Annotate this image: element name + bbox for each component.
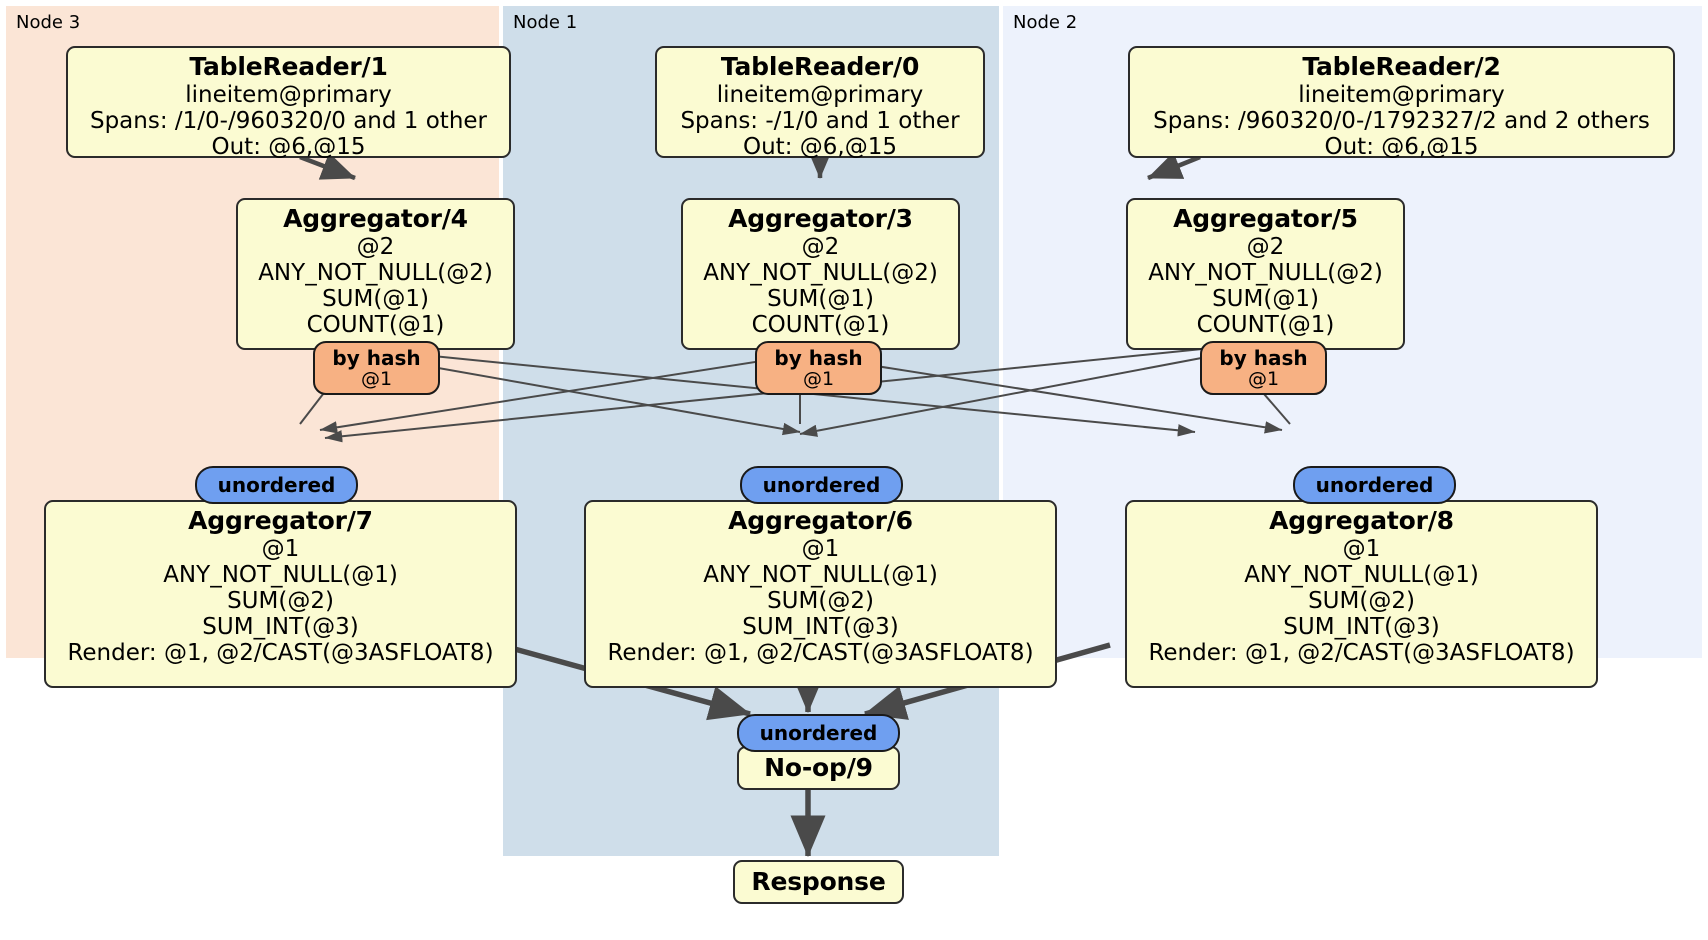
- processor-line: @2: [1246, 234, 1285, 260]
- sync-unordered-center[interactable]: unordered: [740, 466, 903, 504]
- processor-title: Aggregator/3: [728, 204, 913, 233]
- processor-line: ANY_NOT_NULL(@1): [703, 562, 938, 588]
- sync-label: unordered: [1315, 473, 1434, 497]
- processor-table-reader-2[interactable]: TableReader/2 lineitem@primary Spans: /9…: [1128, 46, 1675, 160]
- processor-line: SUM(@2): [1308, 588, 1415, 614]
- processor-line: Spans: -/1/0 and 1 other: [680, 108, 960, 134]
- processor-line: Render: @1, @2/CAST(@3ASFLOAT8): [1148, 640, 1575, 666]
- processor-title: TableReader/0: [720, 52, 920, 81]
- processor-line: lineitem@primary: [185, 82, 392, 108]
- router-by-hash-right[interactable]: by hash @1: [1200, 341, 1327, 395]
- processor-aggregator-3[interactable]: Aggregator/3 @2 ANY_NOT_NULL(@2) SUM(@1)…: [681, 198, 960, 350]
- processor-line: Spans: /960320/0-/1792327/2 and 2 others: [1153, 108, 1650, 134]
- processor-line: ANY_NOT_NULL(@1): [1244, 562, 1479, 588]
- processor-table-reader-1[interactable]: TableReader/1 lineitem@primary Spans: /1…: [66, 46, 511, 160]
- processor-line: @1: [261, 536, 300, 562]
- processor-line: @1: [801, 536, 840, 562]
- router-label: by hash: [1219, 345, 1308, 370]
- processor-line: SUM_INT(@3): [202, 614, 359, 640]
- processor-line: @1: [1342, 536, 1381, 562]
- processor-title: No-op/9: [764, 753, 873, 782]
- sync-unordered-left[interactable]: unordered: [195, 466, 358, 504]
- sync-label: unordered: [759, 721, 878, 745]
- processor-aggregator-4[interactable]: Aggregator/4 @2 ANY_NOT_NULL(@2) SUM(@1)…: [236, 198, 515, 350]
- sync-unordered-right[interactable]: unordered: [1293, 466, 1456, 504]
- processor-line: SUM(@1): [322, 286, 429, 312]
- processor-aggregator-8[interactable]: Aggregator/8 @1 ANY_NOT_NULL(@1) SUM(@2)…: [1125, 500, 1598, 688]
- processor-title: Aggregator/4: [283, 204, 468, 233]
- processor-title: Response: [751, 867, 886, 896]
- panel-node-2-label: Node 2: [1013, 12, 1078, 33]
- processor-line: Render: @1, @2/CAST(@3ASFLOAT8): [67, 640, 494, 666]
- router-label: by hash: [332, 345, 421, 370]
- processor-line: Spans: /1/0-/960320/0 and 1 other: [89, 108, 488, 134]
- processor-aggregator-7[interactable]: Aggregator/7 @1 ANY_NOT_NULL(@1) SUM(@2)…: [44, 500, 517, 688]
- processor-response[interactable]: Response: [733, 860, 904, 904]
- processor-aggregator-6[interactable]: Aggregator/6 @1 ANY_NOT_NULL(@1) SUM(@2)…: [584, 500, 1057, 688]
- processor-line: SUM_INT(@3): [742, 614, 899, 640]
- router-by-hash-left[interactable]: by hash @1: [313, 341, 440, 395]
- processor-title: Aggregator/5: [1173, 204, 1358, 233]
- processor-title: TableReader/1: [189, 52, 388, 81]
- processor-line: COUNT(@1): [1196, 312, 1335, 338]
- processor-line: @2: [356, 234, 395, 260]
- router-sublabel: @1: [802, 367, 835, 390]
- router-by-hash-center[interactable]: by hash @1: [755, 341, 882, 395]
- processor-line: COUNT(@1): [751, 312, 890, 338]
- processor-line: Out: @6,@15: [211, 134, 366, 160]
- processor-table-reader-0[interactable]: TableReader/0 lineitem@primary Spans: -/…: [655, 46, 985, 160]
- processor-line: SUM(@2): [227, 588, 334, 614]
- processor-line: SUM(@1): [767, 286, 874, 312]
- sync-label: unordered: [217, 473, 336, 497]
- panel-node-3-label: Node 3: [16, 12, 81, 33]
- processor-line: Out: @6,@15: [743, 134, 897, 160]
- processor-line: lineitem@primary: [716, 82, 924, 108]
- processor-line: Out: @6,@15: [1324, 134, 1479, 160]
- processor-title: TableReader/2: [1302, 52, 1501, 81]
- processor-title: Aggregator/6: [728, 506, 913, 535]
- processor-line: ANY_NOT_NULL(@2): [1148, 260, 1383, 286]
- processor-line: COUNT(@1): [306, 312, 445, 338]
- router-sublabel: @1: [1247, 367, 1280, 390]
- router-sublabel: @1: [360, 367, 393, 390]
- processor-line: ANY_NOT_NULL(@1): [163, 562, 398, 588]
- processor-line: SUM_INT(@3): [1283, 614, 1440, 640]
- processor-title: Aggregator/7: [188, 506, 373, 535]
- sync-unordered-final[interactable]: unordered: [737, 714, 900, 752]
- processor-line: SUM(@1): [1212, 286, 1319, 312]
- processor-title: Aggregator/8: [1269, 506, 1454, 535]
- processor-no-op-9[interactable]: No-op/9: [737, 746, 900, 790]
- processor-line: ANY_NOT_NULL(@2): [703, 260, 938, 286]
- sync-label: unordered: [762, 473, 881, 497]
- processor-line: Render: @1, @2/CAST(@3ASFLOAT8): [607, 640, 1034, 666]
- processor-line: ANY_NOT_NULL(@2): [258, 260, 493, 286]
- processor-line: lineitem@primary: [1298, 82, 1505, 108]
- router-label: by hash: [774, 345, 863, 370]
- processor-aggregator-5[interactable]: Aggregator/5 @2 ANY_NOT_NULL(@2) SUM(@1)…: [1126, 198, 1405, 350]
- panel-node-1-label: Node 1: [513, 12, 578, 33]
- processor-line: SUM(@2): [767, 588, 874, 614]
- processor-line: @2: [801, 234, 840, 260]
